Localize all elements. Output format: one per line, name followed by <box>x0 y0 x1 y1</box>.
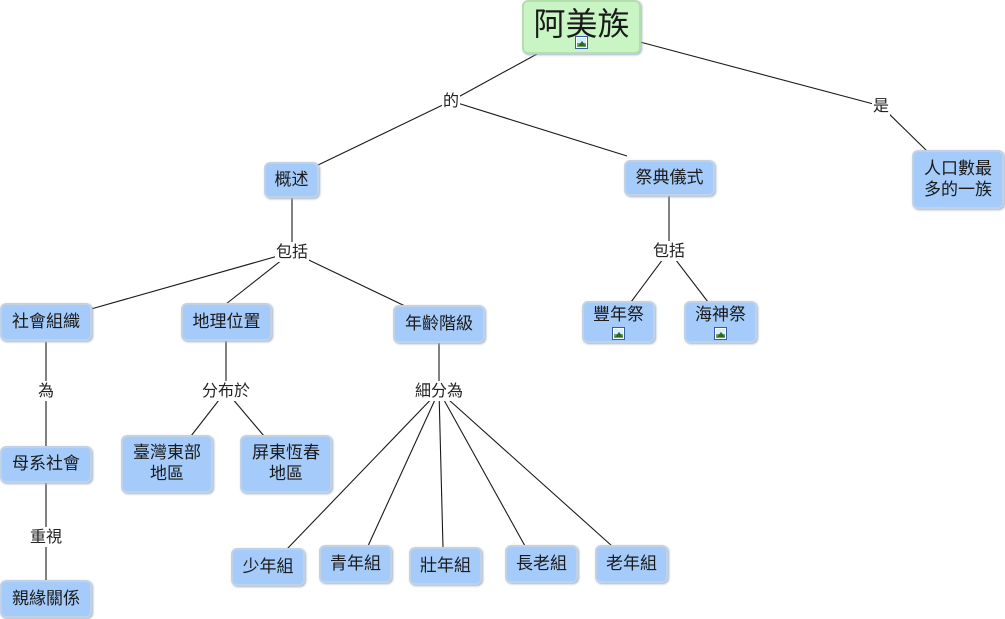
link-label-is-for: 為 <box>36 381 56 401</box>
concept-node-juvenile-group[interactable]: 少年組 <box>231 548 305 586</box>
concept-node-sea-god-festival[interactable]: 海神祭 <box>684 301 757 343</box>
concept-node-eastern-taiwan[interactable]: 臺灣東部 地區 <box>121 435 213 493</box>
concept-label-geography: 地理位置 <box>192 311 261 332</box>
concept-node-senior-group[interactable]: 老年組 <box>595 545 668 583</box>
concept-node-age-grades[interactable]: 年齡階級 <box>393 305 485 343</box>
link-label-of: 的 <box>441 91 461 111</box>
concept-node-kinship[interactable]: 親緣關係 <box>0 580 92 618</box>
concept-label-eastern-taiwan: 臺灣東部 地區 <box>133 443 201 484</box>
link-label-include-ceremonies: 包括 <box>651 241 687 261</box>
link-label-value: 重視 <box>28 527 64 547</box>
concept-label-juvenile-group: 少年組 <box>242 556 294 577</box>
concept-node-pingtung-hengchun[interactable]: 屏東恆春 地區 <box>240 435 332 493</box>
concept-label-overview: 概述 <box>274 169 309 190</box>
link-label-subdivided: 細分為 <box>413 381 465 401</box>
link-label-include-overview: 包括 <box>274 242 310 262</box>
concept-label-pingtung-hengchun: 屏東恆春 地區 <box>252 443 320 484</box>
concept-label-youth-group: 青年組 <box>330 553 381 574</box>
concept-node-harvest-festival[interactable]: 豐年祭 <box>582 301 655 343</box>
concept-node-elder-group[interactable]: 長老組 <box>505 545 578 583</box>
concept-label-ceremonies: 祭典儀式 <box>635 167 704 188</box>
concept-label-age-grades: 年齡階級 <box>405 313 473 334</box>
concept-node-social-organization[interactable]: 社會組織 <box>0 303 92 341</box>
concept-label-sea-god-festival: 海神祭 <box>695 304 746 325</box>
concept-label-harvest-festival: 豐年祭 <box>593 304 644 325</box>
image-resource-icon[interactable] <box>575 35 588 49</box>
concept-label-adult-group: 壯年組 <box>420 555 471 576</box>
concept-node-adult-group[interactable]: 壯年組 <box>409 547 482 585</box>
link-label-is: 是 <box>871 96 891 116</box>
concept-node-overview[interactable]: 概述 <box>264 162 319 198</box>
concept-node-geography[interactable]: 地理位置 <box>181 303 272 341</box>
concept-node-largest-group[interactable]: 人口數最 多的一族 <box>912 150 1004 209</box>
concept-node-matrilineal[interactable]: 母系社會 <box>0 446 92 483</box>
concept-node-root[interactable]: 阿美族 <box>522 0 641 54</box>
link-label-distributed: 分布於 <box>200 381 252 401</box>
concept-label-matrilineal: 母系社會 <box>12 454 80 474</box>
concept-node-youth-group[interactable]: 青年組 <box>319 545 392 583</box>
concept-label-elder-group: 長老組 <box>516 553 567 574</box>
concept-label-social-organization: 社會組織 <box>12 311 80 332</box>
image-resource-icon[interactable] <box>714 326 727 340</box>
image-resource-icon[interactable] <box>612 326 625 340</box>
concept-label-kinship: 親緣關係 <box>12 588 80 609</box>
concept-label-senior-group: 老年組 <box>606 553 657 574</box>
concept-label-largest-group: 人口數最 多的一族 <box>924 158 992 200</box>
concept-node-ceremonies[interactable]: 祭典儀式 <box>624 160 715 196</box>
